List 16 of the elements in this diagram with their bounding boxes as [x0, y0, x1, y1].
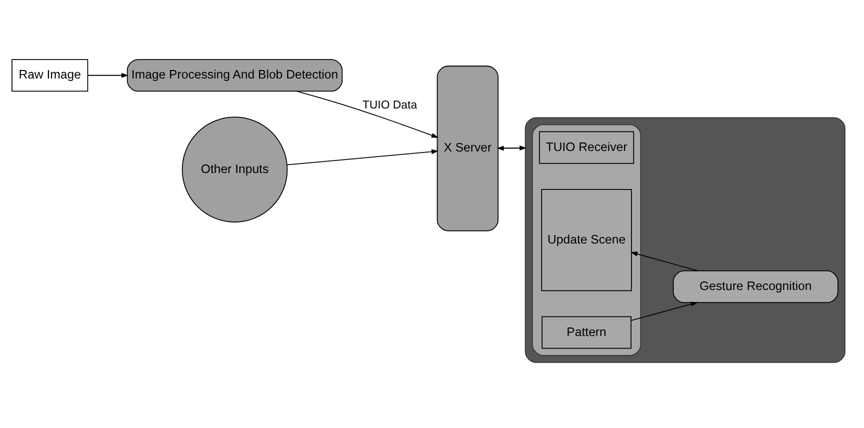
node-box: Pattern [542, 316, 632, 348]
cluster [524, 116, 846, 362]
node-box: Raw Image [12, 58, 88, 92]
node-box: TUIO Receiver [538, 130, 634, 164]
arrow [87, 72, 128, 78]
node-circle: Other Inputs [182, 116, 288, 222]
node-box: Update Scene [541, 188, 632, 291]
arrow [630, 251, 698, 271]
node-box: Gesture Recognition [672, 270, 838, 302]
node-box: Image Processing And Blob Detection [126, 58, 343, 92]
arrow [296, 90, 439, 138]
node-box: X Server [436, 65, 498, 231]
edge-label: TUIO Data [362, 98, 418, 111]
arrow [630, 301, 698, 320]
cluster [532, 124, 642, 356]
arrow [286, 148, 439, 165]
